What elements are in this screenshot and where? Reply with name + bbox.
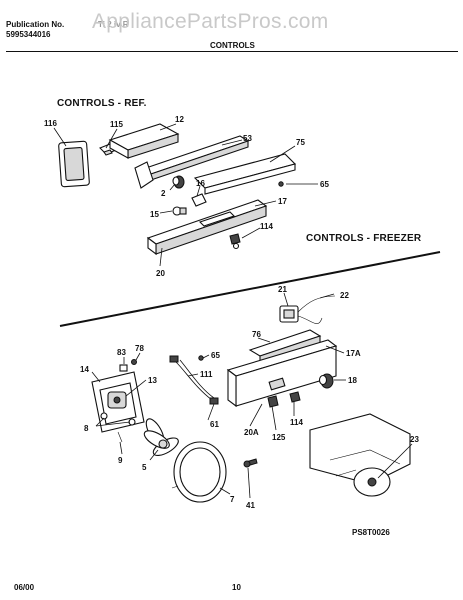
part-switch-114b: [289, 391, 301, 403]
section-divider: [59, 251, 441, 327]
callout-114a: 114: [260, 222, 273, 231]
callout-65a: 65: [320, 180, 329, 189]
part-bracket-75: [193, 153, 297, 195]
callout-9: 9: [118, 456, 123, 465]
publication-number: 5995344016: [6, 30, 51, 39]
section-title: CONTROLS: [210, 41, 255, 50]
part-screw-65b: [198, 355, 204, 361]
part-screw-41: [243, 458, 258, 468]
part-83: [119, 364, 128, 372]
part-fan-blade-5: [143, 418, 179, 456]
part-harness-111: [169, 355, 219, 405]
callout-15: 15: [150, 210, 159, 219]
page-number: 10: [232, 583, 241, 592]
callout-78: 78: [135, 344, 144, 353]
callout-76: 76: [252, 330, 261, 339]
part-fan-motor-13: [107, 391, 127, 409]
callout-61: 61: [210, 420, 219, 429]
part-screw-65a: [278, 181, 284, 187]
part-knob-18: [318, 373, 334, 389]
part-16: [191, 193, 207, 207]
callout-17a: 17A: [346, 349, 361, 358]
callout-18: 18: [348, 376, 357, 385]
callout-125: 125: [272, 433, 286, 442]
part-9: [117, 431, 123, 443]
part-bezel-116: [58, 140, 90, 188]
part-lamp-15: [172, 206, 187, 216]
model-fragment: Ti 2 iv R: [98, 20, 129, 29]
watermark: AppliancePartsPros.com: [92, 10, 329, 33]
callout-8: 8: [84, 424, 89, 433]
callout-22: 22: [340, 291, 349, 300]
callout-20: 20: [156, 269, 165, 278]
part-switch-114a: [229, 233, 241, 250]
callout-17: 17: [278, 197, 287, 206]
callout-115: 115: [110, 120, 123, 129]
callout-83: 83: [117, 348, 126, 357]
part-switch-125: [267, 395, 279, 408]
callout-7: 7: [230, 495, 235, 504]
part-fan-shroud-7: [171, 441, 227, 503]
part-housing-12: [108, 123, 180, 159]
part-knob-2: [172, 175, 185, 189]
leader-lines: [53, 123, 413, 499]
part-bracket-53: [134, 135, 250, 189]
part-capillary-22: [297, 295, 336, 324]
footer-date: 06/00: [14, 583, 35, 592]
callout-2: 2: [161, 189, 166, 198]
part-thermostat-21: [279, 305, 299, 323]
publication-label: Publication No.: [6, 20, 65, 29]
callout-41: 41: [246, 501, 255, 510]
part-housing-17a: [226, 339, 338, 408]
part-assembly-23: [309, 413, 411, 497]
header-rule: [6, 51, 458, 52]
callout-13: 13: [148, 376, 157, 385]
callout-12: 12: [175, 115, 184, 124]
part-78: [131, 359, 137, 365]
callout-16: 16: [196, 179, 205, 188]
callout-53: 53: [243, 134, 252, 143]
callout-116: 116: [44, 119, 57, 128]
callout-5: 5: [142, 463, 147, 472]
callout-65b: 65: [211, 351, 220, 360]
ref-section-label: CONTROLS - REF.: [57, 98, 147, 109]
freezer-section-label: CONTROLS - FREEZER: [306, 233, 422, 244]
diagram-code: PS8T0026: [352, 528, 390, 537]
part-housing-17: [146, 199, 268, 256]
callout-21: 21: [278, 285, 287, 294]
callout-23: 23: [410, 435, 419, 444]
callout-111: 111: [200, 370, 213, 379]
callout-114b: 114: [290, 418, 303, 427]
callout-75: 75: [296, 138, 305, 147]
callout-20a: 20A: [244, 428, 259, 437]
callout-14: 14: [80, 365, 89, 374]
